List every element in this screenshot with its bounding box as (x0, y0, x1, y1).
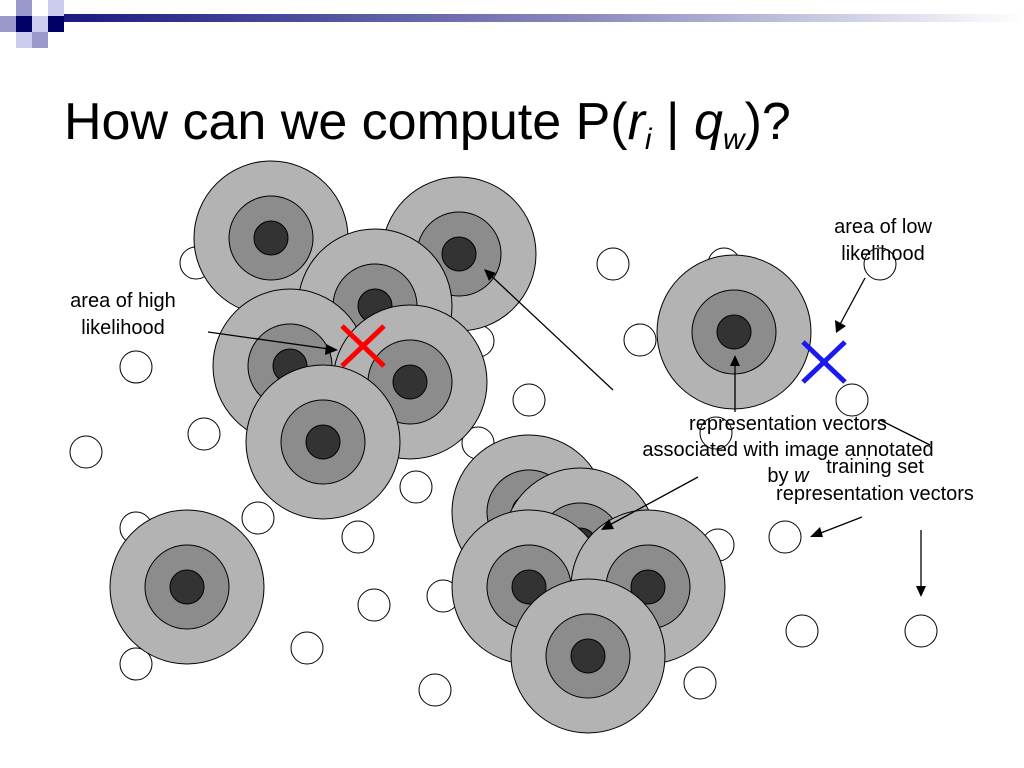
arrowhead (835, 320, 846, 333)
training-point (357, 588, 391, 622)
header-square (16, 32, 32, 48)
header-square (32, 32, 48, 48)
label-line: representation vectors (776, 483, 974, 505)
arrow-low-likelihood (837, 277, 866, 329)
label-line: representation vectors (689, 413, 887, 435)
arrowhead (730, 355, 740, 366)
arrowhead (484, 269, 496, 281)
header-decoration (0, 0, 1024, 48)
label-low-likelihood: area of low likelihood (808, 214, 958, 268)
title-sub-w: w (722, 123, 745, 156)
training-point (341, 520, 375, 554)
training-point (290, 631, 324, 665)
representation-vector (169, 569, 205, 605)
arrows (207, 269, 931, 597)
representation-vector-cluster (656, 254, 812, 410)
x-mark-stroke (801, 340, 847, 384)
training-point (69, 435, 103, 469)
training-point (904, 614, 938, 648)
title-suffix: )? (744, 93, 791, 151)
training-point (399, 470, 433, 504)
arrow-training-top (879, 419, 931, 446)
training-point (596, 247, 630, 281)
label-line: training set (826, 456, 924, 478)
label-line: likelihood (81, 317, 165, 339)
header-square (0, 16, 16, 32)
arrow-rep-vector-top (485, 270, 614, 391)
training-point (187, 417, 221, 451)
label-by: by (767, 465, 795, 487)
training-point (863, 247, 897, 281)
label-line: area of low (834, 216, 932, 238)
training-point (835, 383, 869, 417)
label-representation-vectors: representation vectors associated with i… (598, 411, 978, 489)
representation-vector (511, 569, 547, 605)
header-square (16, 0, 32, 16)
label-line: likelihood (841, 243, 925, 265)
training-point (119, 350, 153, 384)
representation-vector (716, 314, 752, 350)
x-mark-stroke (340, 324, 386, 368)
header-square (0, 0, 16, 16)
training-point (785, 614, 819, 648)
representation-vector (392, 364, 428, 400)
header-square (16, 16, 32, 32)
training-point (699, 416, 733, 450)
header-square (48, 0, 64, 16)
training-point (623, 323, 657, 357)
representation-vector (630, 569, 666, 605)
training-points (69, 246, 938, 707)
arrowhead (325, 344, 338, 355)
representation-vector (441, 236, 477, 272)
title-sub-i: i (644, 123, 652, 156)
title-prefix: How can we compute P( (64, 93, 628, 151)
high-likelihood-marker-icon (340, 324, 386, 368)
arrowhead (916, 586, 926, 597)
representation-vector-cluster (510, 578, 666, 734)
low-likelihood-marker-icon (801, 340, 847, 384)
arrowhead (810, 527, 823, 537)
arrowhead (601, 519, 614, 530)
representation-vector (305, 424, 341, 460)
header-square (48, 16, 64, 32)
training-point (512, 383, 546, 417)
representation-vector (570, 638, 606, 674)
arrow-rep-vector-bottom (603, 476, 699, 529)
slide-title: How can we compute P(ri | qw)? (64, 93, 791, 155)
label-line: area of high (70, 290, 176, 312)
header-square (32, 16, 48, 32)
title-var-r: r (627, 93, 645, 151)
label-high-likelihood: area of high likelihood (50, 288, 196, 342)
header-gradient-bar (64, 14, 1024, 22)
arrow-high-likelihood (207, 331, 337, 351)
representation-vector (253, 220, 289, 256)
training-point (683, 666, 717, 700)
label-w: w (794, 465, 809, 487)
label-training-set: training set representation vectors (745, 454, 1005, 508)
training-point (768, 520, 802, 554)
header-square (32, 0, 48, 16)
label-line: associated with image annotated (642, 439, 934, 461)
title-var-q: q (693, 93, 723, 151)
title-bar: | (651, 93, 694, 151)
markers (340, 324, 847, 384)
training-point (418, 673, 452, 707)
representation-vector-cluster (109, 509, 265, 665)
representation-clusters (109, 160, 812, 734)
label-line: by w (598, 463, 978, 489)
training-point (241, 501, 275, 535)
training-point (119, 647, 153, 681)
representation-vector-cluster (245, 364, 401, 520)
